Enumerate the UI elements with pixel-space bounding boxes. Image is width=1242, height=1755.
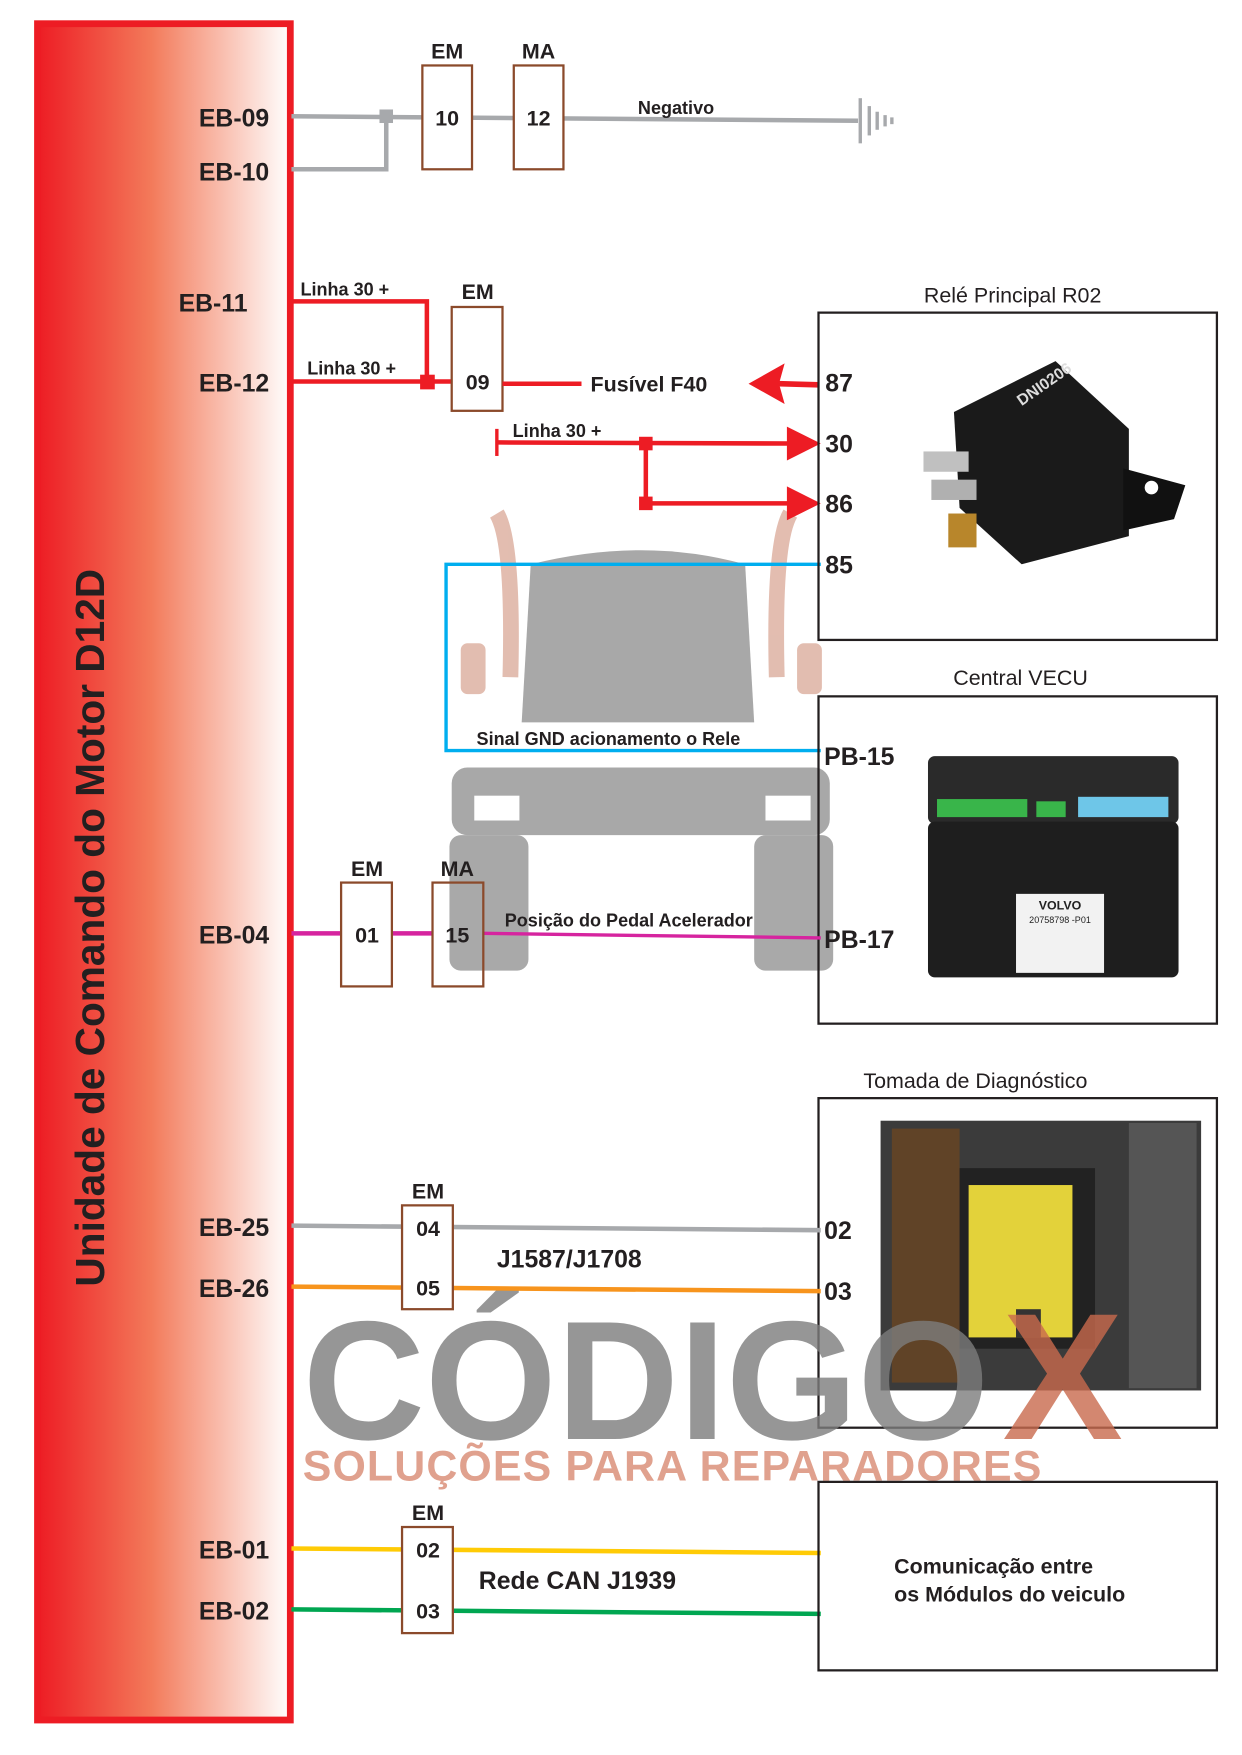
arrow-right-icon xyxy=(786,426,821,461)
modules-text-line-2: os Módulos do veiculo xyxy=(894,1583,1125,1607)
relay-photo: DNI0206 xyxy=(923,360,1186,565)
modules-box xyxy=(817,1480,1219,1672)
pin-eb-26: EB-26 xyxy=(199,1276,269,1303)
connector-number: 03 xyxy=(416,1599,440,1623)
wire-eb-09 xyxy=(291,113,859,124)
diag-pin-02: 02 xyxy=(824,1218,852,1245)
pin-eb-12: EB-12 xyxy=(199,371,269,398)
connector-number: 09 xyxy=(466,370,490,394)
vecu-pin-pb-15: PB-15 xyxy=(824,744,895,771)
relay-title: Relé Principal R02 xyxy=(924,283,1102,307)
pin-eb-11: EB-11 xyxy=(179,290,248,317)
watermark-x: X xyxy=(1002,1277,1122,1478)
vecu-pin-pb-17: PB-17 xyxy=(824,927,894,954)
bus-label-j1587: J1587/J1708 xyxy=(497,1246,642,1273)
connector-em-01 xyxy=(339,881,394,988)
connector-em-10 xyxy=(421,64,474,171)
connector-number: 05 xyxy=(416,1277,440,1301)
wire-eb-26 xyxy=(291,1284,821,1294)
wire-label-negativo: Negativo xyxy=(638,98,714,118)
diag-photo xyxy=(880,1120,1202,1391)
wire-label-linha30: Linha 30 + xyxy=(513,421,602,441)
connector-label: MA xyxy=(522,40,555,64)
wire-eb-01 xyxy=(291,1546,821,1556)
signal-label: Sinal GND acionamento o Rele xyxy=(477,729,741,749)
wire-eb-04 xyxy=(483,931,821,940)
connector-em-09 xyxy=(450,305,504,412)
vecu-photo-brand: VOLVO xyxy=(1039,899,1082,913)
connector-em-02-03 xyxy=(400,1525,454,1635)
diag-title: Tomada de Diagnóstico xyxy=(863,1069,1087,1093)
connector-label: EM xyxy=(351,857,383,881)
diagnostic-socket: Tomada de Diagnóstico 02 03 xyxy=(817,1069,1219,1429)
ecu-block xyxy=(34,20,294,1724)
relay-power-group: EB-11 EB-12 Linha 30 + Linha 30 + EM 09 … xyxy=(179,280,821,753)
pin-eb-10: EB-10 xyxy=(199,160,269,187)
relay-pin-85: 85 xyxy=(825,552,853,579)
can-group: EB-01 EB-02 EM 02 03 Rede CAN J1939 Comu… xyxy=(199,1480,1219,1672)
relay-pin-87: 87 xyxy=(825,371,853,398)
ground-icon xyxy=(858,98,894,144)
connector-em-04-05 xyxy=(400,1204,454,1311)
connector-number: 02 xyxy=(416,1538,440,1562)
wire-signal-gnd xyxy=(444,562,821,753)
pin-eb-25: EB-25 xyxy=(199,1215,270,1242)
vecu-photo: VOLVO 20758798 -P01 xyxy=(927,756,1179,978)
ground-group: EB-09 EB-10 EM 10 MA 12 Negativo xyxy=(199,40,894,187)
pin-eb-01: EB-01 xyxy=(199,1538,270,1565)
wire-label-linha30: Linha 30 + xyxy=(300,280,389,300)
connector-ma-12 xyxy=(512,64,565,171)
vecu: Central VECU PB-15 PB-17 VOLVO 20758798 … xyxy=(817,666,1219,1025)
connector-ma-15 xyxy=(431,881,485,988)
connector-label: MA xyxy=(441,857,474,881)
codigox-watermark: CÓDIGO X SOLUÇÕES PARA REPARADORES xyxy=(303,1277,1123,1491)
relay-pin-30: 30 xyxy=(825,432,853,459)
relay-pin-86: 86 xyxy=(825,491,853,518)
connector-label: EM xyxy=(412,1180,444,1204)
arrow-left-icon xyxy=(748,363,785,405)
connector-number: 04 xyxy=(416,1217,440,1241)
wire-label-pedal: Posição do Pedal Acelerador xyxy=(505,911,753,931)
pin-eb-09: EB-09 xyxy=(199,105,269,132)
junction xyxy=(420,374,435,390)
watermark-brand: CÓDIGO xyxy=(303,1286,990,1475)
connector-number: 10 xyxy=(435,106,459,130)
j1587-group: EB-25 EB-26 EM 04 05 J1587/J1708 xyxy=(199,1180,821,1311)
wire-eb-02 xyxy=(291,1607,821,1617)
wire-eb-10 xyxy=(291,116,389,172)
vecu-title: Central VECU xyxy=(953,666,1088,690)
junction xyxy=(379,109,394,124)
vecu-photo-code: 20758798 -P01 xyxy=(1029,915,1091,925)
wire-label-linha30: Linha 30 + xyxy=(307,359,396,379)
connector-label: EM xyxy=(431,40,463,64)
arrow-right-icon xyxy=(786,486,821,521)
fuse-label: Fusível F40 xyxy=(591,373,708,397)
watermark-tagline: SOLUÇÕES PARA REPARADORES xyxy=(303,1442,1043,1491)
pin-eb-02: EB-02 xyxy=(199,1599,269,1626)
bus-label-can: Rede CAN J1939 xyxy=(479,1568,676,1595)
wire-eb-11 xyxy=(291,299,430,382)
connector-number: 15 xyxy=(445,923,469,947)
connector-number: 12 xyxy=(527,106,551,130)
relay-r02: Relé Principal R02 87 30 86 85 DNI0206 xyxy=(817,283,1219,642)
diag-pin-03: 03 xyxy=(824,1279,852,1306)
pedal-group: EB-04 EM 01 MA 15 Posição do Pedal Acele… xyxy=(199,857,821,988)
modules-text-line-1: Comunicação entre xyxy=(894,1554,1093,1578)
connector-label: EM xyxy=(462,280,494,304)
pin-eb-04: EB-04 xyxy=(199,923,270,950)
connector-label: EM xyxy=(412,1501,444,1525)
ecu-title: Unidade de Comando do Motor D12D xyxy=(67,569,113,1287)
connector-number: 01 xyxy=(355,923,379,947)
wire-eb-25 xyxy=(291,1223,821,1233)
